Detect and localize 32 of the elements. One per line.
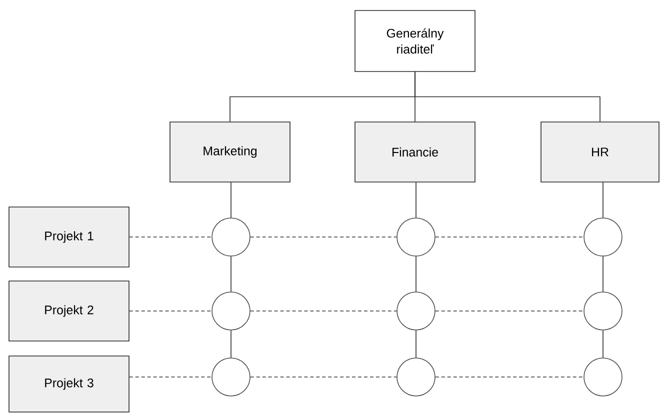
- connector-line: [414, 72, 600, 122]
- org-box: Generálny riaditeľ: [354, 10, 476, 72]
- dashed-line: [435, 236, 584, 238]
- matrix-circle: [396, 218, 436, 256]
- connector-line: [602, 256, 604, 292]
- org-box: HR: [540, 122, 660, 182]
- connector-line: [602, 330, 604, 358]
- matrix-circle: [212, 292, 250, 330]
- org-box: Financie: [354, 122, 476, 182]
- project-box: Projekt 2: [8, 280, 130, 342]
- matrix-circle: [212, 218, 250, 256]
- matrix-circle: [212, 358, 250, 396]
- dashed-line: [129, 310, 212, 312]
- dashed-line: [250, 376, 397, 378]
- connector-line: [230, 330, 232, 358]
- org-box: Marketing: [170, 122, 290, 182]
- connector-line: [602, 182, 604, 218]
- matrix-circle: [584, 218, 622, 256]
- dashed-line: [129, 236, 212, 238]
- project-box: Projekt 1: [8, 206, 130, 268]
- dashed-line: [435, 376, 584, 378]
- matrix-circle: [396, 358, 436, 396]
- dashed-line: [129, 376, 212, 378]
- dashed-line: [435, 310, 584, 312]
- dashed-line: [250, 310, 397, 312]
- connector-line: [230, 256, 232, 292]
- project-box: Projekt 3: [8, 356, 130, 412]
- matrix-circle: [396, 292, 436, 330]
- matrix-circle: [584, 292, 622, 330]
- matrix-circle: [584, 358, 622, 396]
- dashed-line: [250, 236, 397, 238]
- connector-line: [230, 182, 232, 218]
